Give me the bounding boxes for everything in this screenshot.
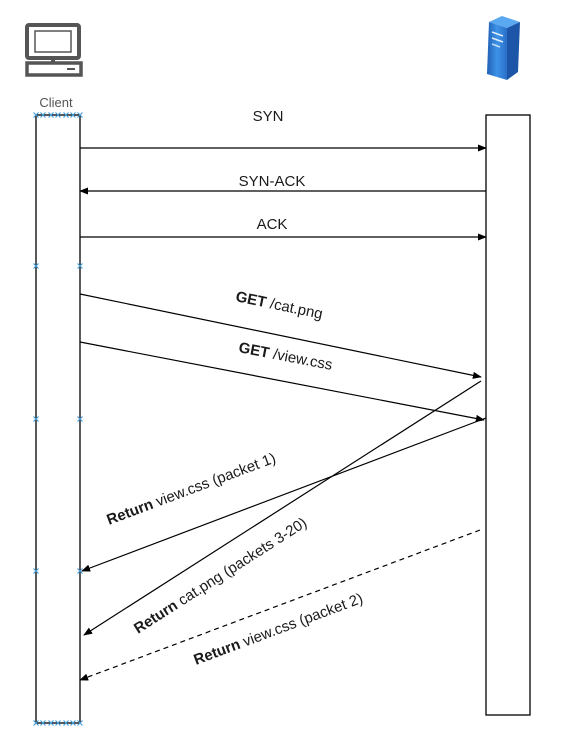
get-cat-method: GET xyxy=(234,288,268,311)
return-cat-verb: Return xyxy=(131,597,181,637)
selection-handle xyxy=(33,416,39,422)
server-lifeline xyxy=(485,114,531,716)
ack-label: ACK xyxy=(257,216,288,233)
return-css2-verb: Return xyxy=(191,636,242,669)
get-css-path: /view.css xyxy=(268,345,334,374)
return-css-packet2-arrow xyxy=(79,529,481,681)
selection-handle xyxy=(55,112,61,118)
syn-ack-label: SYN-ACK xyxy=(239,173,306,190)
selection-handle xyxy=(33,720,39,726)
selection-handle xyxy=(33,263,39,269)
get-css-label: GET /view.css xyxy=(237,339,334,374)
return-css-packet1-arrow xyxy=(81,417,487,572)
selection-handle xyxy=(77,720,83,726)
return-css1-verb: Return xyxy=(104,496,155,529)
get-cat-arrow xyxy=(79,293,482,379)
selection-handle xyxy=(48,112,54,118)
selection-handle xyxy=(40,112,46,118)
selection-handle xyxy=(77,416,83,422)
selection-handle xyxy=(33,112,39,118)
return-css1-rest: view.css (packet 1) xyxy=(150,450,279,512)
return-cat-arrow xyxy=(83,380,482,636)
return-css-packet2-label: Return view.css (packet 2) xyxy=(191,590,365,669)
selection-handle xyxy=(70,720,76,726)
selection-handle xyxy=(70,112,76,118)
selection-handle xyxy=(40,720,46,726)
selection-handle xyxy=(55,720,61,726)
selection-handle xyxy=(63,112,69,118)
return-css-packet1-label: Return view.css (packet 1) xyxy=(104,450,278,529)
get-css-method: GET xyxy=(237,339,271,362)
get-cat-path: /cat.png xyxy=(264,295,324,323)
return-css2-rest: view.css (packet 2) xyxy=(237,590,366,652)
selection-handle xyxy=(77,112,83,118)
selection-handle xyxy=(48,720,54,726)
selection-handle xyxy=(77,263,83,269)
server-tower-icon xyxy=(487,16,520,80)
get-css-arrow xyxy=(79,341,485,422)
monitor-icon xyxy=(25,23,83,77)
get-cat-label: GET /cat.png xyxy=(234,288,324,323)
client-label: Client xyxy=(39,95,73,110)
client-lifeline xyxy=(35,114,81,724)
selection-handle xyxy=(63,720,69,726)
selection-handle xyxy=(33,568,39,574)
syn-label: SYN xyxy=(253,108,284,125)
